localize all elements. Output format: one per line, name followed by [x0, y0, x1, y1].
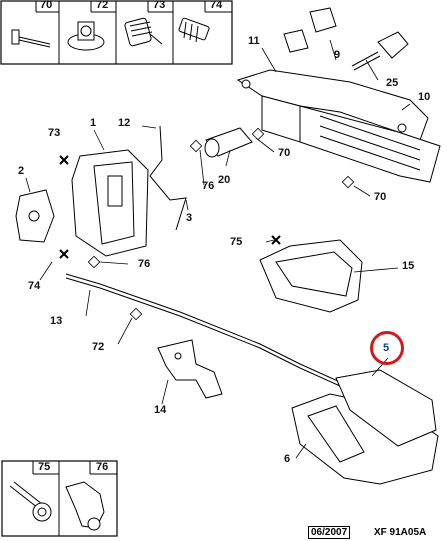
lock-mechanism-drawing — [15, 149, 149, 257]
callout-6: 6 — [284, 453, 291, 465]
callout-12: 12 — [118, 117, 131, 129]
footer-parts-table — [1, 460, 118, 537]
callout-5-highlight-ring — [370, 331, 404, 365]
gasket-drawing — [283, 7, 337, 53]
callout-15: 15 — [402, 260, 415, 272]
header-part-72: 72 — [96, 0, 109, 11]
callout-73: 73 — [48, 127, 61, 139]
screw-icon — [178, 17, 210, 43]
cross-markers — [59, 155, 281, 259]
callout-74: 74 — [28, 280, 41, 292]
callout-76b: 76 — [138, 258, 151, 270]
key-drawing — [351, 31, 409, 71]
mounting-plate-drawing — [157, 339, 223, 399]
callout-11: 11 — [248, 35, 260, 47]
cover-drawing — [259, 239, 363, 313]
footer-code: XF 91A05A — [374, 527, 427, 538]
marker-squares — [87, 127, 355, 321]
callout-2: 2 — [18, 165, 25, 177]
callout-25: 25 — [386, 77, 399, 89]
header-part-70: 70 — [40, 0, 53, 11]
callout-1: 1 — [90, 117, 97, 129]
callout-14: 14 — [154, 404, 167, 416]
callout-5: 5 — [383, 342, 390, 354]
callout-13: 13 — [50, 315, 63, 327]
plug-icon — [124, 17, 163, 47]
footer-part-76: 76 — [96, 461, 109, 473]
callout-3: 3 — [186, 212, 193, 224]
callout-9: 9 — [334, 49, 341, 61]
header-part-74: 74 — [210, 0, 223, 11]
clip-icon — [67, 21, 105, 51]
header-parts-table — [0, 0, 233, 65]
interior-handle-drawing — [291, 369, 439, 485]
callout-72: 72 — [92, 341, 105, 353]
callout-70b: 70 — [374, 191, 387, 203]
callout-70a: 70 — [278, 147, 291, 159]
footer-date: 06/2007 — [308, 526, 351, 539]
footer-part-75: 75 — [38, 461, 51, 473]
leader-lines — [25, 39, 411, 459]
callout-76a: 76 — [202, 180, 215, 192]
rods-and-cables — [65, 125, 341, 387]
callout-20: 20 — [218, 174, 231, 186]
bracket-clip-icon — [65, 481, 105, 531]
screw-washer-icon — [9, 481, 52, 522]
exterior-handle-drawing — [236, 69, 441, 183]
callout-10: 10 — [418, 91, 431, 103]
lock-cylinder-drawing — [204, 127, 253, 158]
header-part-73: 73 — [153, 0, 166, 11]
callout-75: 75 — [230, 236, 243, 248]
rivet-icon — [11, 29, 51, 48]
